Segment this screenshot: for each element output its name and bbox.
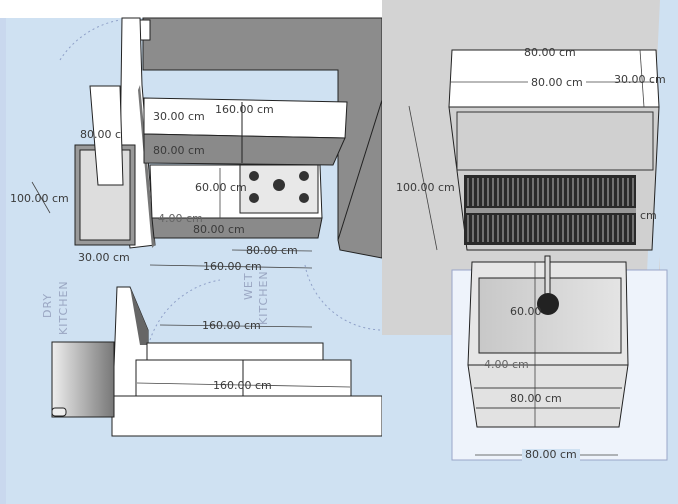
wall-top: [139, 19, 151, 41]
dim-top-width: 80.00 cm: [524, 46, 576, 59]
fridge-handle: [51, 407, 67, 417]
dim-counter-thickness: 4.00 cm: [484, 358, 529, 371]
door-swing: [59, 19, 121, 61]
dim-lower-upper-width: 160.00 cm: [202, 319, 261, 332]
faucet: [544, 255, 551, 295]
dim-stove-width: 80.00 cm: [246, 244, 298, 257]
upper-cabinet-front: [143, 133, 346, 166]
plan-label-wet: WET: [242, 272, 255, 300]
kitchen-model-left: [0, 0, 382, 504]
refrigerator: [51, 341, 115, 418]
right-3d-view[interactable]: 80.00 cm 80.00 cm 30.00 cm 100.00 cm cm …: [382, 0, 678, 504]
dim-base-height: 80.00 cm: [193, 223, 245, 236]
dim-upper-height: 80.00 cm: [153, 144, 205, 157]
pillar-side: [138, 85, 155, 248]
dim-side-fragment: cm: [640, 209, 657, 222]
dim-upper-width: 80.00 cm: [528, 77, 586, 89]
left-3d-view[interactable]: DRY KITCHEN WET KITCHEN 160.00 cm 30.00 …: [0, 0, 382, 504]
plan-label-kitchen: KITCHEN: [257, 270, 270, 325]
dim-counter-depth: 60.00 cm: [195, 181, 247, 194]
dim-side-depth: 30.00 cm: [78, 251, 130, 264]
dim-upper-depth: 30.00 cm: [153, 110, 205, 123]
dim-tall-height: 80.00 c: [80, 128, 122, 141]
cabinet-door: [456, 111, 654, 171]
dim-base-width: 160.00 cm: [203, 260, 262, 273]
dim-upper-depth: 30.00 cm: [614, 73, 666, 86]
rack-bar: [466, 208, 636, 213]
dim-fridge-width: 100.00 cm: [10, 192, 69, 205]
side-wall: [337, 99, 382, 259]
dim-sink-depth: 60.00: [510, 305, 542, 318]
plan-label-dry: DRY: [41, 292, 54, 318]
dim-upper-width: 160.00 cm: [215, 103, 274, 116]
drain-strainer-icon: [537, 293, 559, 315]
dim-base-width: 80.00 cm: [522, 449, 580, 461]
door-swing: [149, 279, 221, 341]
burner-icons: [249, 171, 309, 203]
floor-edge: [644, 0, 678, 335]
kitchen-model-right: [382, 0, 678, 461]
top-strip: [0, 0, 382, 18]
plan-label-kitchen: KITCHEN: [57, 280, 70, 335]
base-cabinet-front: [151, 217, 323, 239]
base-cabinet-front: [467, 364, 629, 428]
dimension-lines: [31, 168, 351, 388]
end-panel-side: [130, 287, 148, 345]
dim-upper-height: 100.00 cm: [396, 181, 455, 194]
dim-base-height: 80.00 cm: [510, 392, 562, 405]
door-swing: [304, 264, 382, 331]
dish-rack-tines: [467, 178, 634, 242]
wall-edge: [0, 18, 6, 504]
lower-floor-slab: [111, 395, 382, 437]
dim-lower-base-width: 160.00 cm: [213, 379, 272, 392]
dim-counter-thickness: 4.00 cm: [158, 212, 203, 225]
lower-upper-cabinet: [146, 342, 324, 362]
tall-cabinet: [89, 85, 124, 186]
